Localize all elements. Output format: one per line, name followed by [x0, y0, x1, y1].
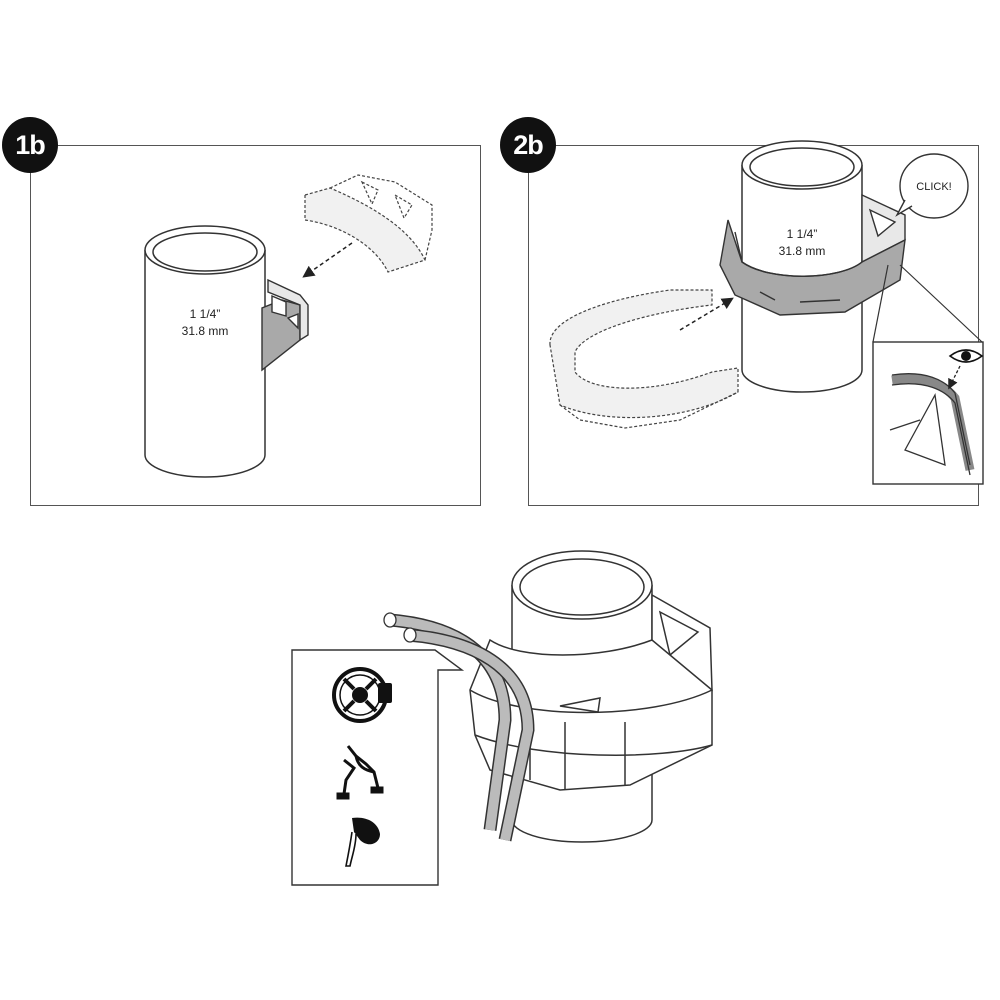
step-2b-badge: 2b: [500, 117, 556, 173]
click-callout: CLICK!: [895, 153, 969, 219]
insert-arrow: [302, 242, 353, 278]
attached-clip-piece: [261, 278, 309, 372]
tube-size-mm-label: 31.8 mm: [779, 244, 826, 258]
step-2b-illustration: 1 1/4” 31.8 mm CLICK!: [549, 140, 984, 485]
tube-size-inch-label: 1 1/4”: [787, 227, 818, 241]
brake-lever-icon: [345, 817, 380, 867]
mounted-clip: [469, 593, 713, 791]
disc-brake-rotor-icon: [332, 667, 392, 723]
brake-cables: [383, 612, 535, 842]
handlebar-tube: [741, 140, 863, 393]
final-assembly-illustration: [291, 550, 713, 886]
tube-size-inch-label: 1 1/4”: [190, 307, 221, 321]
zoom-line: [899, 264, 983, 343]
step-1b-illustration: 1 1/4” 31.8 mm: [144, 174, 433, 478]
insert-arrow: [679, 297, 734, 331]
eye-icon: [948, 349, 984, 363]
zoom-inset: [872, 341, 984, 485]
step-1b-badge: 1b: [2, 117, 58, 173]
handlebar-tube: [144, 225, 266, 478]
dashed-u-strap: [549, 289, 739, 429]
tube-size-mm-label: 31.8 mm: [182, 324, 229, 338]
clip-band: [719, 219, 906, 316]
brake-type-callout: [291, 649, 465, 886]
rim-brake-caliper-icon: [336, 745, 384, 800]
click-callout-text: CLICK!: [916, 181, 951, 193]
dashed-clip-piece: [304, 174, 433, 273]
zoom-line: [872, 264, 889, 343]
